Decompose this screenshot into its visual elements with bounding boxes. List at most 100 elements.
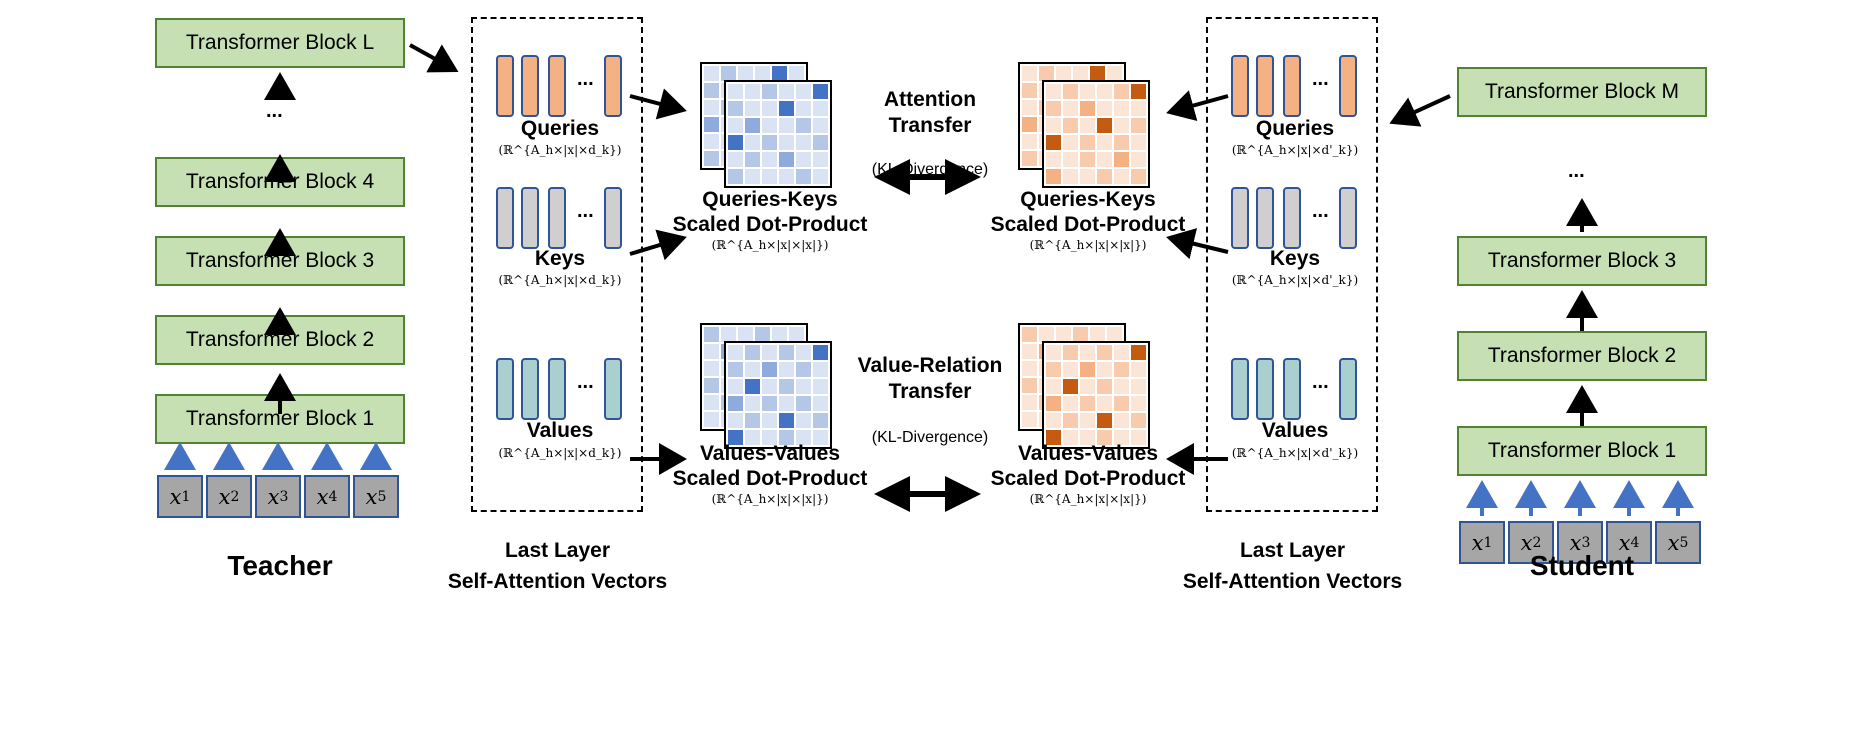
student-block-3: Transformer Block 3 [1457,236,1707,286]
matrix-cell [704,66,719,81]
matrix-cell [1080,345,1095,360]
matrix-cell [1114,430,1129,445]
matrix-cell [813,169,828,184]
teacher-vector-box [471,17,643,512]
matrix-cell [1022,378,1037,393]
matrix-cell [789,66,804,81]
matrix-cell [796,345,811,360]
teacher-keys-dim: (ℝ^{A_h×|x|×d_k}) [498,273,622,287]
matrix-cell [762,118,777,133]
matrix-cell [779,379,794,394]
matrix-cell [728,118,743,133]
matrix-cell [796,396,811,411]
matrix-cell [762,345,777,360]
student-query-vector [1339,55,1357,117]
student-block-m-label: Transformer Block M [1484,80,1680,103]
matrix-cell [1131,152,1146,167]
arrow-teacher-queries-to-matrix [629,88,687,120]
matrix-cell [704,100,719,115]
student-value-vector [1283,358,1301,420]
matrix-cell [1097,379,1112,394]
matrix-cell [1046,396,1061,411]
student-queries-label: Queries [1255,117,1335,140]
teacher-query-vector [548,55,566,117]
matrix-cell [704,412,719,427]
matrix-cell [1063,396,1078,411]
student-keys-label: Keys [1269,247,1321,270]
teacher-qk-label-line2: Scaled Dot-Product [672,213,868,236]
matrix-cell [1114,84,1129,99]
teacher-block-l: Transformer Block L [155,18,405,68]
matrix-cell [762,413,777,428]
teacher-values-dim: (ℝ^{A_h×|x|×d_k}) [498,446,622,460]
matrix-cell [1022,83,1037,98]
matrix-cell [728,345,743,360]
matrix-cell [1022,117,1037,132]
matrix-cell [1080,84,1095,99]
matrix-cell [1056,327,1071,342]
matrix-cell [1046,379,1061,394]
matrix-cell [1097,430,1112,445]
teacher-query-vector [496,55,514,117]
student-block-2: Transformer Block 2 [1457,331,1707,381]
matrix-cell [1097,152,1112,167]
matrix-cell [796,413,811,428]
matrix-cell [1022,66,1037,81]
student-block-1: Transformer Block 1 [1457,426,1707,476]
matrix-cell [1046,430,1061,445]
matrix-cell [1131,118,1146,133]
teacher-block-1-label: Transformer Block 1 [185,407,375,430]
matrix-cell [1046,135,1061,150]
student-block-3-label: Transformer Block 3 [1487,249,1677,272]
matrix-cell [1131,430,1146,445]
matrix-cell [1131,135,1146,150]
matrix-cell [796,118,811,133]
teacher-vv-dim: (ℝ^{A_h×|x|×|x|}) [711,492,829,506]
student-key-vector [1231,187,1249,249]
teacher-ellipsis: ... [266,100,283,122]
matrix-cell [704,378,719,393]
teacher-key-ellipsis: ... [577,200,594,222]
matrix-cell [1063,430,1078,445]
student-key-vector [1283,187,1301,249]
matrix-cell [745,101,760,116]
matrix-cell [745,152,760,167]
teacher-value-vector [604,358,622,420]
matrix-cell [1097,345,1112,360]
student-box-caption-line1: Last Layer [1239,539,1346,562]
matrix-cell [1046,362,1061,377]
matrix-cell [1073,327,1088,342]
student-keys-dim: (ℝ^{A_h×|x|×d'_k}) [1231,273,1359,287]
teacher-query-ellipsis: ... [577,68,594,90]
matrix-cell [779,396,794,411]
teacher-vv-label-line1: Values-Values [699,442,841,465]
teacher-value-vector [548,358,566,420]
matrix-cell [762,152,777,167]
matrix-cell [1097,362,1112,377]
student-queries-dim: (ℝ^{A_h×|x|×d'_k}) [1231,143,1359,157]
matrix-cell [1022,361,1037,376]
matrix-cell [796,135,811,150]
matrix-cell [1022,151,1037,166]
student-vv-dim: (ℝ^{A_h×|x|×|x|}) [1029,492,1147,506]
matrix-cell [1022,395,1037,410]
teacher-queries-label: Queries [520,117,600,140]
matrix-cell [1114,135,1129,150]
teacher-keys-label: Keys [534,247,586,270]
matrix-cell [1063,379,1078,394]
teacher-title: Teacher [227,550,333,581]
student-values-dim: (ℝ^{A_h×|x|×d'_k}) [1231,446,1359,460]
teacher-vv-label-line2: Scaled Dot-Product [672,467,868,490]
matrix-cell [1063,169,1078,184]
matrix-cell [1131,345,1146,360]
matrix-cell [1114,101,1129,116]
matrix-cell [762,430,777,445]
student-key-vector [1256,187,1274,249]
matrix-cell [1131,84,1146,99]
matrix-cell [704,151,719,166]
